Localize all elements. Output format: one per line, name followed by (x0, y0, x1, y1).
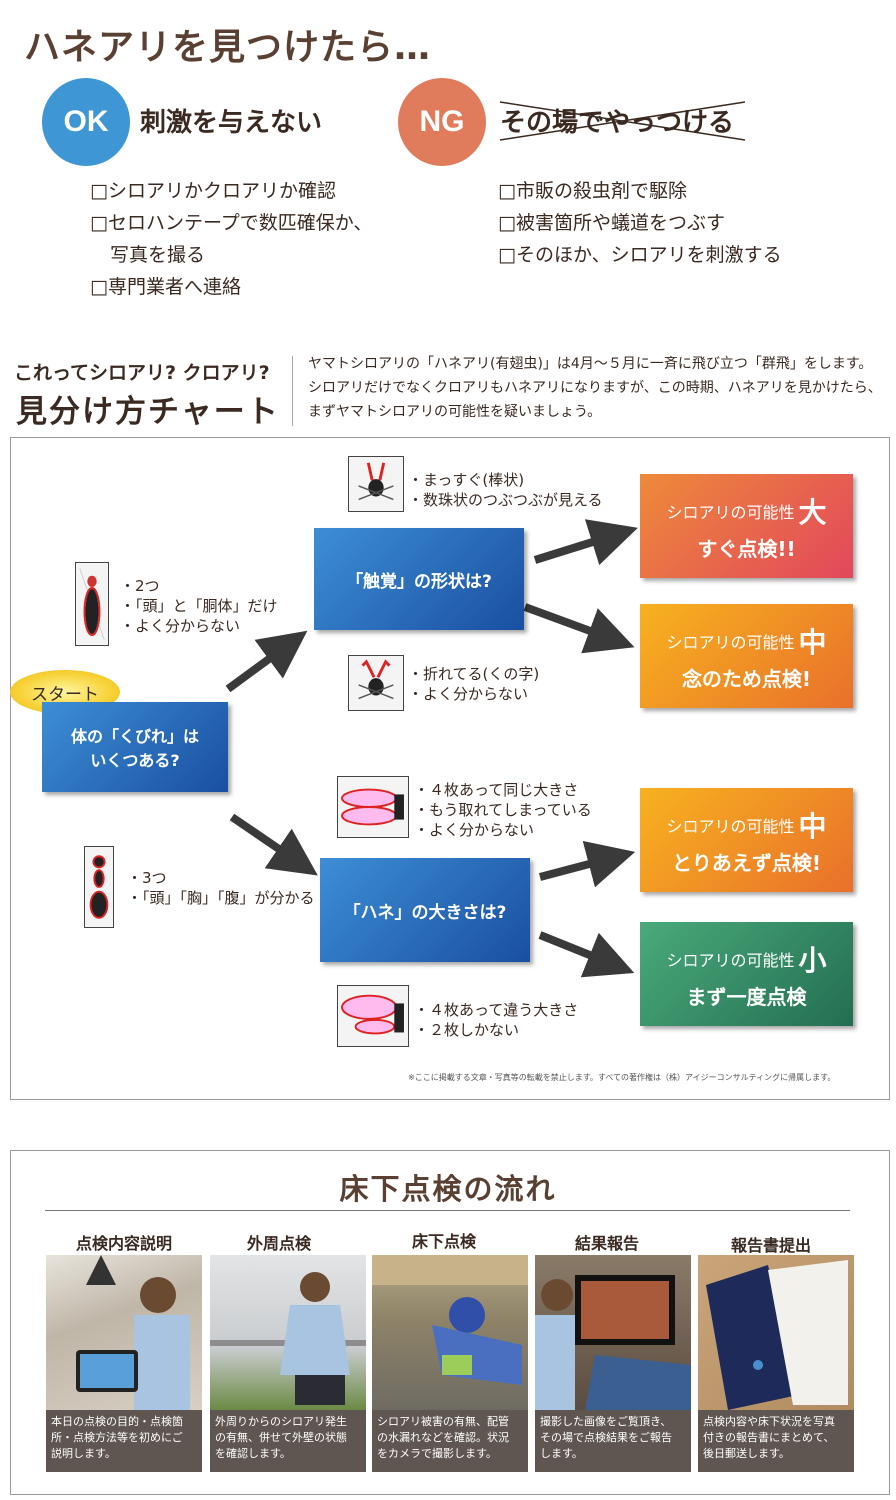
step-label: 床下点検 (411, 1232, 476, 1251)
wing-same-notes: ・４枚あって同じ大きさ ・もう取れてしまっている ・よく分からない (414, 781, 592, 839)
ok-list: □シロアリかクロアリか確認 □セロハンテープで数匹確保か、 写真を撮る □専門業… (90, 175, 372, 303)
bent-antenna-icon (348, 655, 404, 711)
step-caption: 外周りからのシロアリ発生 の有無、併せて外壁の状態 を確認します。 (210, 1410, 366, 1472)
intro-line: ヤマトシロアリの「ハネアリ(有翅虫)」は4月～５月に一斉に飛び立つ「群飛」をしま… (308, 356, 873, 372)
ok-badge: OK (42, 78, 130, 166)
chart-title: 見分け方チャート (16, 394, 280, 430)
page-title: ハネアリを見つけたら… (24, 27, 432, 68)
ng-item: □そのほか、シロアリを刺激する (498, 244, 782, 266)
ng-list: □市販の殺虫剤で駆除 □被害箇所や蟻道をつぶす □そのほか、シロアリを刺激する (498, 175, 782, 271)
ant-body-icon (84, 846, 114, 928)
ok-heading: 刺激を与えない (140, 108, 323, 138)
ng-item: □市販の殺虫剤で駆除 (498, 180, 687, 202)
waist-three-notes: ・3つ ・「頭」「胸」「腹」が分かる (127, 869, 315, 907)
chevron-right-icon: › (692, 1314, 699, 1333)
wing-diff-notes: ・４枚あって違う大きさ ・２枚しかない (414, 1001, 579, 1039)
step-label: 結果報告 (574, 1234, 639, 1253)
start-label: スタート (10, 670, 120, 714)
step-photo (535, 1255, 691, 1410)
waist-two-notes: ・2つ ・「頭」と「胴体」だけ ・よく分からない (120, 577, 278, 635)
flow-title: 床下点検の流れ (339, 1172, 557, 1206)
question-line: 体の「くびれ」は (70, 727, 199, 746)
step-photo (372, 1255, 528, 1410)
arrow-to-chu2 (538, 840, 636, 888)
result-low: シロアリの可能性小 まず一度点検 (640, 922, 853, 1026)
step-label: 点検内容説明 (75, 1234, 172, 1253)
question-antenna: 「触覚」の形状は? (314, 528, 524, 630)
ok-item: □シロアリかクロアリか確認 (90, 180, 336, 202)
chevron-right-icon: › (366, 1314, 373, 1333)
document-photo-icon (706, 1260, 848, 1410)
ng-item: □被害箇所や蟻道をつぶす (498, 212, 725, 234)
step-label: 外周点検 (246, 1234, 311, 1253)
step-caption: 撮影した画像をご覧頂き、 その場で点検結果をご報告 します。 (535, 1410, 691, 1472)
arrow-to-chu1 (523, 603, 635, 654)
copyright-note: ※ここに掲載する文章・写真等の転載を禁止します。すべての著作権は（株）アイジーコ… (408, 1073, 836, 1082)
divider (292, 356, 293, 426)
step-caption: 本日の点検の目的・点検箇 所・点検方法等を初めにご 説明します。 (46, 1410, 202, 1472)
arrow-to-wing (229, 813, 318, 876)
explain-photo-icon (76, 1255, 190, 1410)
termite-body-icon (75, 562, 109, 646)
underfloor-photo-icon (372, 1255, 528, 1385)
ok-item: 写真を撮る (110, 244, 206, 266)
intro-line: まずヤマトシロアリの可能性を疑いましょう。 (308, 404, 602, 420)
exterior-photo-icon (210, 1272, 366, 1405)
divider (45, 1210, 850, 1211)
report-photo-icon (535, 1275, 691, 1410)
question-line: いくつある? (90, 751, 180, 770)
step-photo (698, 1255, 854, 1410)
ng-badge: NG (398, 78, 486, 166)
result-medium: シロアリの可能性中 念のため点検! (640, 604, 853, 708)
ok-item: □セロハンテープで数匹確保か、 (90, 212, 373, 234)
arrow-to-antenna (225, 630, 308, 693)
question-wing: 「ハネ」の大きさは? (320, 858, 530, 962)
result-high: シロアリの可能性大 すぐ点検!! (640, 474, 853, 578)
antenna-straight-notes: ・まっすぐ(棒状) ・数珠状のつぶつぶが見える (408, 471, 603, 509)
step-photo (210, 1255, 366, 1410)
strikethrough-icon (499, 101, 746, 141)
chart-intro: ヤマトシロアリの「ハネアリ(有翅虫)」は4月～５月に一斉に飛び立つ「群飛」をしま… (308, 352, 893, 424)
step-caption: シロアリ被害の有無、配管 の水漏れなどを確認。状況 をカメラで撮影します。 (372, 1410, 528, 1472)
different-wings-icon (337, 985, 409, 1047)
ok-item: □専門業者へ連絡 (90, 276, 241, 298)
arrow-to-dai (533, 519, 638, 566)
flow-frame (10, 1150, 890, 1495)
question-waist: 体の「くびれ」は いくつある? (42, 702, 228, 792)
arrow-to-sho (538, 931, 635, 978)
step-caption: 点検内容や床下状況を写真 付きの報告書にまとめて、 後日郵送します。 (698, 1410, 854, 1472)
chart-arrows (225, 519, 638, 978)
chart-subtitle: これってシロアリ? クロアリ? (14, 362, 270, 384)
chevron-right-icon: › (201, 1314, 208, 1333)
step-photo (46, 1255, 202, 1410)
straight-antenna-icon (348, 456, 404, 512)
step-label: 報告書提出 (730, 1236, 811, 1255)
antenna-bent-notes: ・折れてる(くの字) ・よく分からない (408, 665, 540, 703)
chevron-right-icon: › (529, 1314, 536, 1333)
result-medium: シロアリの可能性中 とりあえず点検! (640, 788, 853, 892)
chart-frame (10, 437, 890, 1100)
intro-line: シロアリだけでなくクロアリもハネアリになりますが、この時期、ハネアリを見かけたら… (308, 380, 882, 396)
same-wings-icon (337, 776, 409, 838)
